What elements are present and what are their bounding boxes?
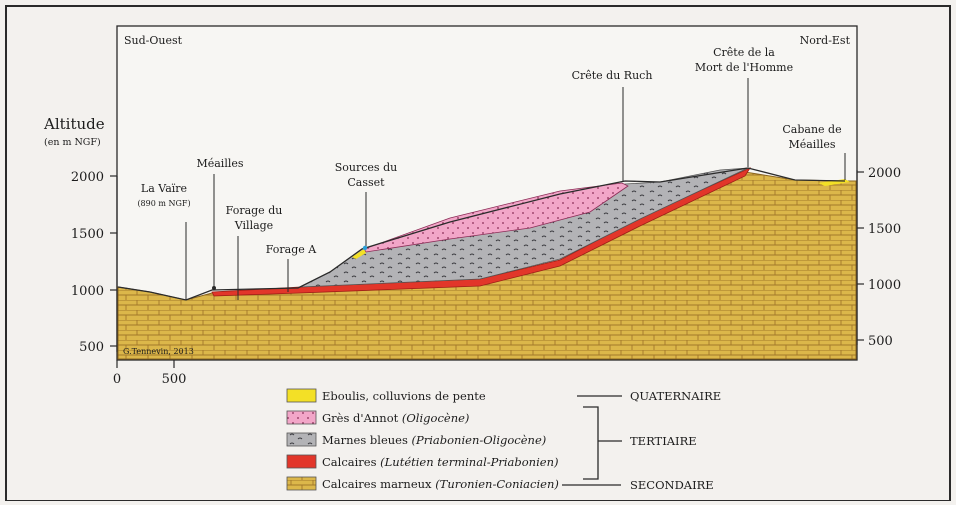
label-sources-2: Casset [347,176,385,189]
legend-label-calcaires: Calcaires (Lutétien terminal-Priabonien) [322,455,558,469]
label-crete-ruch: Crête du Ruch [572,69,653,82]
right-tick-1500: 1500 [868,222,901,237]
credit: G.Tennevin, 2013 [123,347,194,356]
label-crete-mort-2: Mort de l'Homme [695,61,793,74]
right-tick-1000: 1000 [868,278,901,293]
right-tick-2000: 2000 [868,166,901,181]
era-tertiaire: TERTIAIRE [630,434,697,448]
legend-swatch-gres [287,411,316,424]
x-tick-500: 500 [162,372,187,387]
orientation-right: Nord-Est [800,34,851,47]
meailles-point [212,286,216,290]
legend-label-marnes: Marnes bleues (Priabonien-Oligocène) [322,433,546,447]
era-secondaire: SECONDAIRE [630,478,714,492]
left-tick-1000: 1000 [71,284,104,299]
label-forage-a: Forage A [266,243,318,256]
left-tick-2000: 2000 [71,170,104,185]
label-cabane-1: Cabane de [782,123,841,136]
orientation-left: Sud-Ouest [124,34,183,47]
axis-title: Altitude [43,115,105,133]
spring-point [363,246,367,250]
label-crete-mort-1: Crête de la [713,46,775,59]
axis-unit: (en m NGF) [44,137,101,148]
x-tick-0: 0 [113,372,121,387]
label-la-vaire: La Vaïre [141,182,187,195]
right-tick-500: 500 [868,334,893,349]
legend-swatch-eboulis [287,389,316,402]
label-forage-village-2: Village [234,219,273,232]
legend: Eboulis, colluvions de pente Grès d'Anno… [287,389,559,491]
label-cabane-2: Méailles [788,138,835,151]
legend-label-eboulis: Eboulis, colluvions de pente [322,389,486,403]
left-tick-1500: 1500 [71,227,104,242]
era-quaternaire: QUATERNAIRE [630,389,721,403]
legend-swatch-calcaires [287,455,316,468]
legend-label-gres: Grès d'Annot (Oligocène) [322,411,469,425]
label-meailles: Méailles [196,157,243,170]
legend-swatch-marnes [287,433,316,446]
label-sources-1: Sources du [335,161,397,174]
legend-swatch-calcaires-marneux [287,477,316,490]
left-tick-500: 500 [79,340,104,355]
era-brackets [562,396,622,485]
legend-label-calcaires-marneux: Calcaires marneux (Turonien-Coniacien) [322,477,559,491]
label-la-vaire-altitude: (890 m NGF) [137,199,190,208]
label-forage-village-1: Forage du [226,204,283,217]
